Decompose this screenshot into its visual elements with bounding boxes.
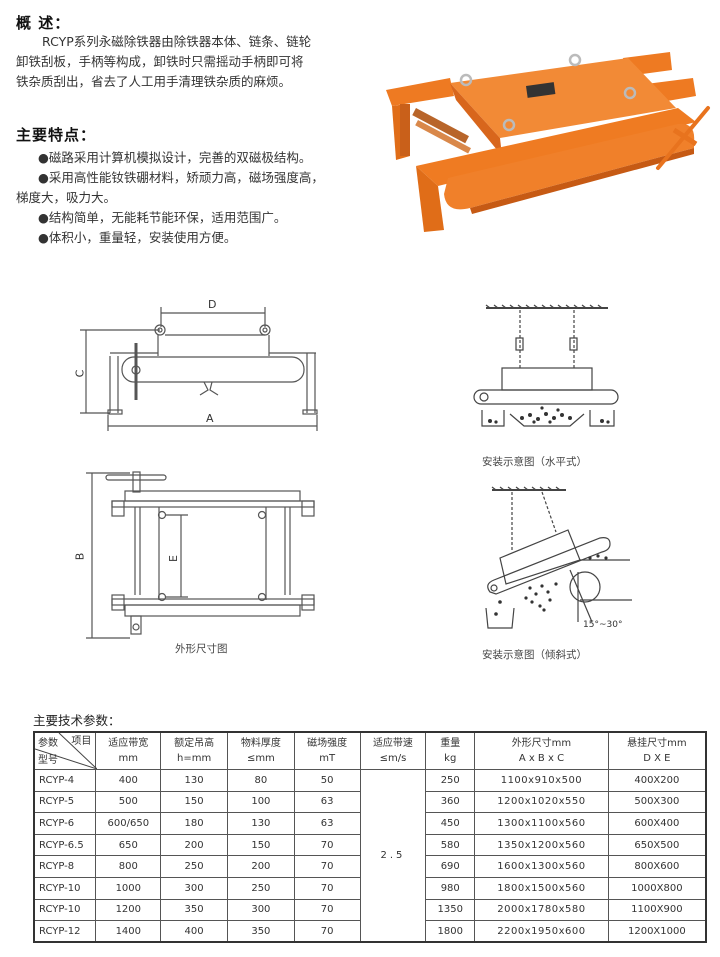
belt-speed-cell: 2.5 [359, 769, 427, 943]
feature-continuation: 梯度大，吸力大。 [16, 190, 117, 205]
product-photo [386, 52, 710, 232]
bullet-icon: ● [38, 230, 49, 245]
install-horizontal-caption: 安装示意图（水平式） [482, 456, 587, 468]
overview-line: 铁杂质刮出，省去了人工用手清理铁杂质的麻烦。 [16, 74, 292, 89]
overview-paragraph: RCYP系列永磁除铁器由除铁器本体、链条、链轮 卸铁刮板，手柄等构成，卸铁时只需… [16, 32, 376, 92]
specs-title: 主要技术参数： [33, 713, 121, 728]
install-horizontal-diagram [473, 304, 619, 427]
angle-label: 15°~30° [583, 620, 623, 630]
corner-label-items: 项目 [71, 736, 92, 747]
features-list: ●磁路采用计算机模拟设计，完善的双磁极结构。 ●采用高性能钕铁硼材料，矫顽力高，… [16, 148, 376, 248]
features-title: 主要特点： [16, 126, 97, 144]
overview-title: 概 述： [16, 14, 71, 32]
feature-text: 结构简单，无能耗节能环保，适用范围广。 [48, 210, 287, 225]
bullet-icon: ● [38, 210, 49, 225]
feature-item: ●结构简单，无能耗节能环保，适用范围广。 [16, 208, 376, 228]
feature-text: 采用高性能钕铁硼材料，矫顽力高，磁场强度高， [48, 170, 324, 185]
label-A: A [206, 412, 214, 425]
corner-label-model: 型号 [38, 755, 58, 766]
label-E: E [166, 555, 180, 562]
corner-label-params: 参数 [38, 738, 58, 749]
label-B: B [73, 552, 87, 561]
header-belt-speed: 适应带速≤m/s [359, 731, 427, 770]
feature-text: 磁路采用计算机模拟设计，完善的双磁极结构。 [48, 150, 312, 165]
feature-item: ●体积小，重量轻，安装使用方便。 [16, 228, 376, 248]
feature-item: ●采用高性能钕铁硼材料，矫顽力高，磁场强度高， [16, 168, 376, 188]
label-D: D [208, 298, 217, 311]
bullet-icon: ● [38, 150, 49, 165]
header-material-thickness: 物料厚度≤mm [226, 731, 295, 770]
outline-top-view [86, 471, 315, 639]
outline-caption: 外形尺寸图 [175, 643, 228, 655]
diagonal-divider [35, 733, 97, 769]
bullet-icon: ● [38, 170, 49, 185]
feature-item: ●磁路采用计算机模拟设计，完善的双磁极结构。 [16, 148, 376, 168]
outline-front-view [80, 307, 318, 431]
label-C: C [73, 369, 87, 378]
overview-line: 卸铁刮板，手柄等构成，卸铁时只需摇动手柄即可将 [16, 54, 304, 69]
feature-text: 体积小，重量轻，安装使用方便。 [48, 230, 237, 245]
install-incline-diagram [485, 486, 632, 629]
overview-line: RCYP系列永磁除铁器由除铁器本体、链条、链轮 [42, 34, 312, 49]
install-incline-caption: 安装示意图（倾斜式） [482, 649, 587, 661]
corner-header-cell: 参数 项目 型号 [33, 731, 97, 770]
